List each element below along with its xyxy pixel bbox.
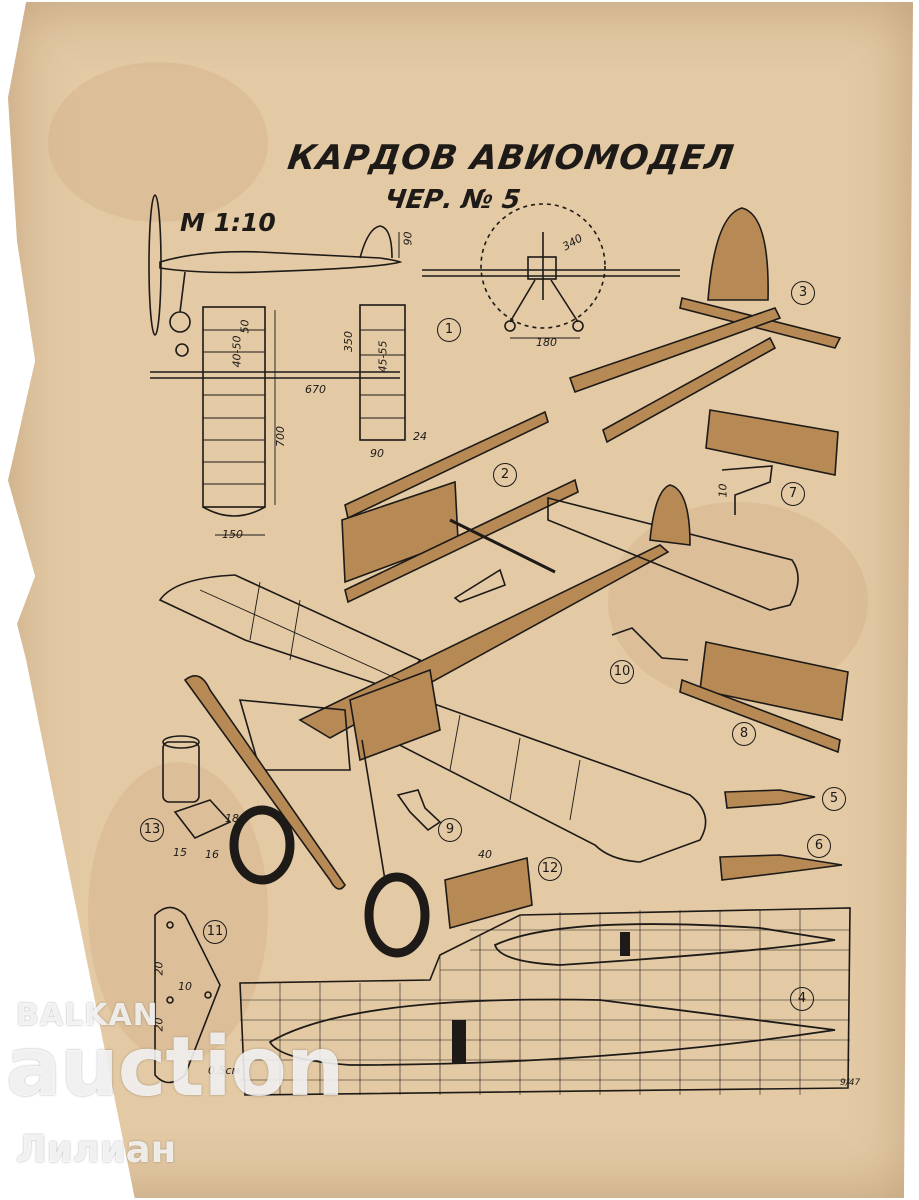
dim-label: 700: [274, 426, 287, 447]
mount-plate: [154, 906, 221, 1084]
scale-label: М 1:10: [180, 208, 276, 237]
misc-parts: [396, 789, 843, 930]
fuselage-box: [341, 410, 579, 604]
part-number: 7: [781, 482, 805, 506]
dim-label: 24: [413, 430, 427, 443]
part-number: 2: [493, 463, 517, 487]
drawing-number: ЧЕР. № 5: [382, 185, 523, 215]
part-number: 10: [610, 660, 634, 684]
plan-view: [150, 304, 406, 536]
watermark-line-1: BALKAN: [16, 998, 159, 1033]
dim-label: 150: [222, 528, 243, 541]
dim-label: 350: [342, 331, 355, 352]
part-number: 6: [807, 834, 831, 858]
dim-label: 180: [536, 336, 557, 349]
paper-sheet: [8, 2, 913, 1198]
dim-label: 45-55: [376, 340, 390, 373]
dim-label: 90: [370, 447, 384, 460]
part-number: 8: [732, 722, 756, 746]
front-view: [422, 203, 680, 339]
dim-label: 15: [173, 846, 187, 859]
dim-label: 90: [401, 231, 415, 246]
dim-label: 0,5см: [208, 1064, 240, 1077]
main-assembly: [158, 484, 799, 958]
dim-label: 10: [716, 483, 730, 498]
part-number: 11: [203, 920, 227, 944]
document-title: КАРДОВ АВИОМОДЕЛ: [285, 138, 737, 178]
dim-label: 40: [478, 848, 492, 861]
part-number: 5: [822, 787, 846, 811]
watermark-line-3: Лилиан: [16, 1128, 177, 1171]
part-number: 3: [791, 281, 815, 305]
part-number: 13: [140, 818, 164, 842]
part-number: 9: [438, 818, 462, 842]
rib-grid: [239, 907, 851, 1096]
dim-label: 50: [238, 319, 252, 334]
dim-label: 16: [205, 848, 219, 861]
part-number: 1: [437, 318, 461, 342]
corner-mark: 9/47: [840, 1078, 861, 1088]
dim-label: 18: [225, 812, 239, 825]
dim-label: 670: [305, 383, 326, 396]
side-view: [148, 194, 403, 336]
part-number: 4: [790, 987, 814, 1011]
part-number: 12: [538, 857, 562, 881]
dim-label: 20: [152, 961, 166, 976]
small-parts: [611, 409, 849, 754]
dim-label: 40-50: [230, 335, 244, 368]
fuel-tank: [162, 735, 232, 839]
watermark-line-2: auction: [6, 1020, 344, 1115]
tail-parts: [568, 207, 842, 444]
dim-label: 10: [178, 980, 192, 993]
